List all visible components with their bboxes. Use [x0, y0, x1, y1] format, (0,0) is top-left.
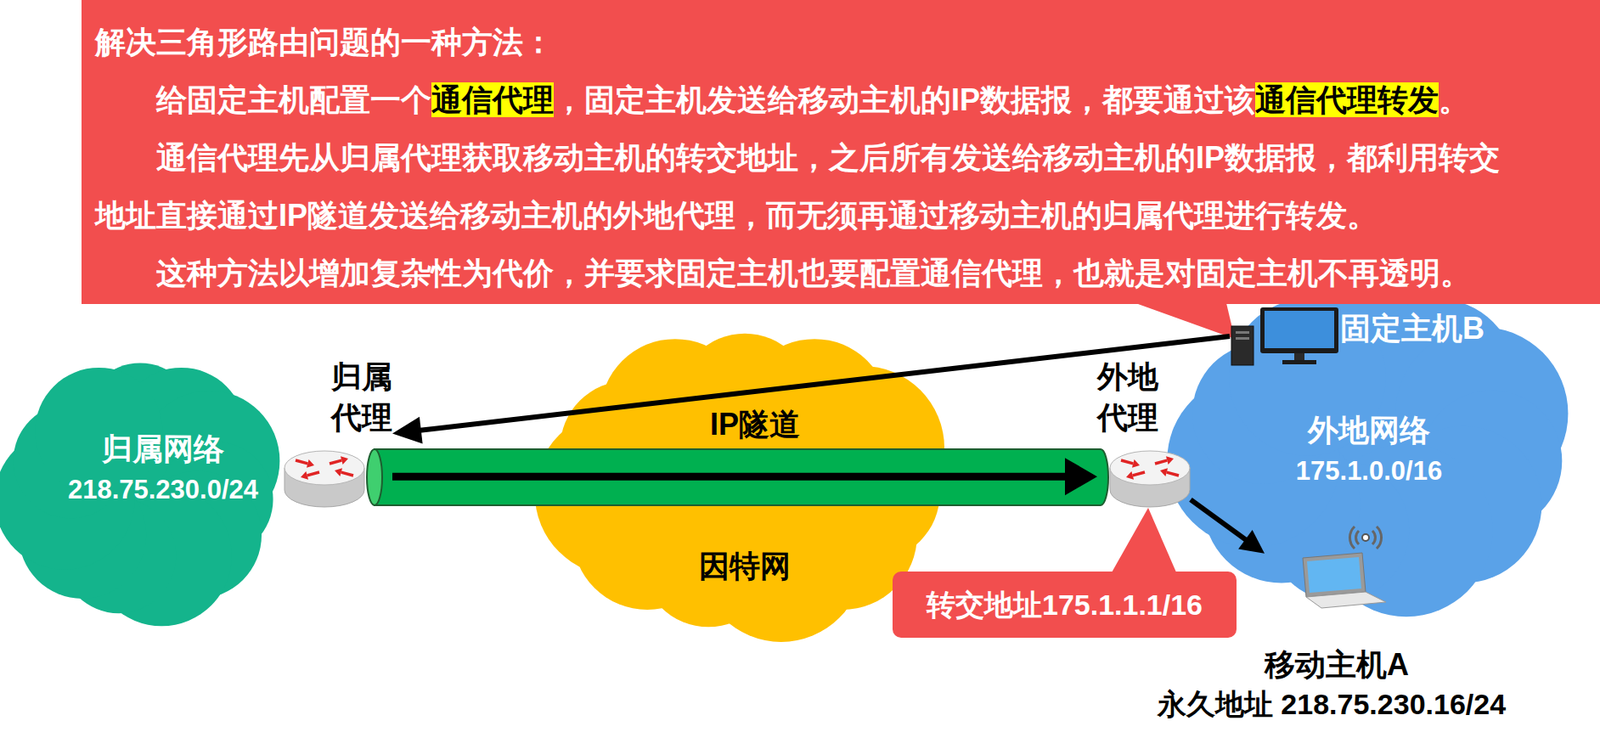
computer-icon — [1229, 305, 1341, 367]
wifi-dot — [1362, 534, 1370, 541]
router-arrow-head — [306, 459, 315, 468]
address-callout: 转交地址175.1.1.1/16 — [892, 571, 1237, 638]
laptop-screen — [1307, 557, 1362, 593]
note-text-part: 给固定主机配置一个 — [156, 82, 432, 118]
host-label: 移动主机A — [1264, 644, 1409, 686]
mobile-host: 移动主机A — [1264, 520, 1409, 686]
fixed-host: 固定主机B — [1229, 305, 1485, 367]
laptop-icon — [1284, 520, 1390, 609]
router-arrow — [1132, 472, 1145, 476]
network-cloud: 外地网络175.1.0.0/16 固定主机B — [1173, 285, 1572, 613]
address-label: 永久地址 218.75.230.16/24 — [1157, 685, 1506, 723]
wifi-wave — [1376, 526, 1382, 549]
router-arrow — [295, 460, 308, 464]
ip-tunnel — [374, 449, 1109, 506]
router-arrow-head — [300, 471, 309, 480]
cloud-shape — [540, 326, 949, 638]
router-arrow — [307, 472, 320, 476]
router-top — [284, 450, 365, 485]
laptop-lid — [1302, 552, 1366, 598]
wifi-wave — [1349, 526, 1355, 549]
network-cloud: 归属网络218.75.230.0/24 — [0, 356, 281, 623]
router-arrow — [329, 460, 342, 464]
router-arrow-head — [1160, 467, 1168, 477]
router-arrow — [1154, 460, 1167, 464]
arrow-shaft — [392, 473, 1069, 481]
highlight-text: 通信代理转发 — [1255, 82, 1439, 118]
network-label: 因特网 — [540, 546, 949, 587]
highlight-text: 通信代理 — [431, 82, 554, 118]
laptop-base — [1306, 591, 1386, 609]
agent-router: 归属代理 — [283, 356, 393, 511]
network-cloud: 因特网 — [540, 326, 949, 638]
router-arrow-head — [334, 467, 343, 477]
wifi-wave — [1356, 530, 1359, 545]
tower-slot — [1235, 331, 1250, 334]
note-callout: 解决三角形路由问题的一种方法：给固定主机配置一个通信代理，固定主机发送给移动主机… — [81, 0, 1600, 305]
agent-label: 外地代理 — [1097, 356, 1159, 439]
tower — [1231, 326, 1254, 366]
note-text-part: 。 — [1438, 82, 1470, 118]
router-arrow-head — [1166, 456, 1174, 465]
arrow-connector — [392, 457, 1098, 496]
note-text: 给固定主机配置一个通信代理，固定主机发送给移动主机的IP数据报，都要通过该通信代… — [95, 71, 1522, 130]
tower-slot — [1235, 337, 1250, 340]
address-label: 转交地址175.1.1.1/16 — [926, 587, 1203, 622]
screen — [1264, 310, 1335, 349]
router-arrow-head — [340, 456, 349, 465]
arrow-head — [392, 416, 423, 445]
network-label: 外地网络 — [1173, 410, 1565, 451]
router-arrow-head — [1126, 471, 1134, 480]
note-text: 这种方法以增加复杂性为代价，并要求固定主机也要配置通信代理，也就是对固定主机不再… — [95, 244, 1522, 303]
router-top — [1109, 450, 1190, 485]
network-label: 218.75.230.0/24 — [45, 469, 281, 511]
router-arrow — [1121, 460, 1133, 464]
arrow-head — [1064, 457, 1098, 496]
edge-label: IP隧道 — [709, 407, 800, 442]
ip-tunnel-end — [366, 449, 383, 506]
network-label: 175.1.0.0/16 — [1173, 450, 1565, 492]
host-label: 固定主机B — [1340, 308, 1485, 350]
stand — [1294, 353, 1305, 361]
router-arrow — [1166, 472, 1179, 476]
stand-base — [1282, 360, 1317, 365]
router-icon — [1109, 449, 1191, 511]
monitor — [1260, 307, 1339, 354]
note-text: 通信代理先从归属代理获取移动主机的转交地址，之后所有发送给移动主机的IP数据报，… — [95, 129, 1522, 245]
agent-router: 外地代理 — [1097, 356, 1191, 511]
note-text: 解决三角形路由问题的一种方法： — [95, 13, 1522, 72]
router-arrow-head — [1132, 459, 1140, 468]
router-arrow — [341, 472, 354, 476]
wifi-wave — [1372, 530, 1375, 545]
network-label: 归属网络 — [45, 428, 281, 470]
agent-label: 归属代理 — [331, 356, 393, 439]
note-text-part: ，固定主机发送给移动主机的IP数据报，都要通过该 — [553, 82, 1256, 118]
router-icon — [283, 449, 366, 511]
